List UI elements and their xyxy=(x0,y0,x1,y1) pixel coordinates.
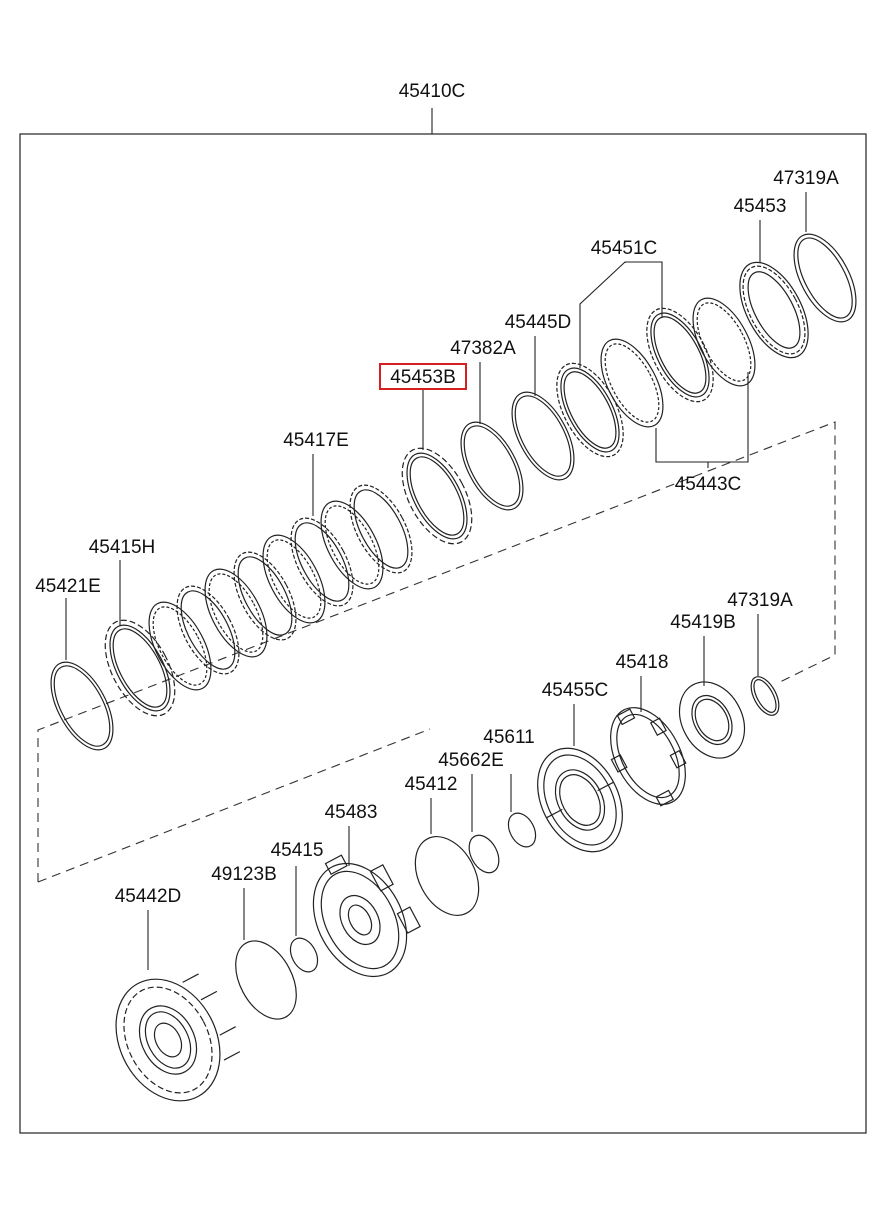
label-45443C[interactable]: 45443C xyxy=(675,474,742,495)
part-45443C-plate-a[interactable] xyxy=(680,288,767,395)
label-45455C[interactable]: 45455C xyxy=(542,680,609,701)
part-47319A-snap-ring[interactable] xyxy=(781,224,868,331)
part-45415-washer[interactable] xyxy=(285,933,323,976)
label-45415[interactable]: 45415 xyxy=(271,840,324,861)
label-45451C[interactable]: 45451C xyxy=(591,238,658,259)
highlight-box-45453B xyxy=(379,363,467,390)
part-45412-thrust-washer[interactable] xyxy=(403,826,492,926)
label-45483[interactable]: 45483 xyxy=(325,802,378,823)
part-47382A-snap-ring[interactable] xyxy=(448,412,535,519)
label-45417E[interactable]: 45417E xyxy=(283,430,349,451)
assembly-frame xyxy=(19,133,867,1134)
label-47319A-low[interactable]: 47319A xyxy=(727,590,793,611)
part-49123B-thrust-washer[interactable] xyxy=(223,931,308,1030)
part-47319A-small-snap-ring[interactable] xyxy=(745,672,784,719)
label-45662E[interactable]: 45662E xyxy=(438,750,504,771)
part-45451C-disc-a[interactable] xyxy=(633,298,727,412)
subassembly-boundary-bottom xyxy=(37,728,431,883)
label-45611[interactable]: 45611 xyxy=(483,727,534,748)
label-45418[interactable]: 45418 xyxy=(616,652,669,673)
label-45415H[interactable]: 45415H xyxy=(89,537,156,558)
label-45453B[interactable]: 45453B xyxy=(390,367,456,388)
label-45412[interactable]: 45412 xyxy=(405,774,458,795)
part-45483-hub[interactable] xyxy=(292,838,432,992)
part-45443C-plate-b[interactable] xyxy=(588,329,675,436)
leader-lines xyxy=(65,192,807,970)
part-45451C-disc-b[interactable] xyxy=(543,353,637,467)
label-45445D[interactable]: 45445D xyxy=(505,312,572,333)
part-45611-washer[interactable] xyxy=(503,808,541,851)
part-45419B-race[interactable] xyxy=(667,671,758,770)
assembly-number[interactable]: 45410C xyxy=(399,81,466,102)
label-45419B[interactable]: 45419B xyxy=(670,612,736,633)
part-45418-one-way-clutch[interactable] xyxy=(594,695,701,818)
part-45453B-plate[interactable] xyxy=(388,437,486,555)
part-45415H-plate[interactable] xyxy=(91,609,189,727)
label-47319A-top[interactable]: 47319A xyxy=(773,168,839,189)
label-49123B[interactable]: 49123B xyxy=(211,864,277,885)
part-45417E-clutch-pack[interactable] xyxy=(136,475,424,699)
part-45421E-snap-ring[interactable] xyxy=(38,652,125,759)
part-45445D-ring[interactable] xyxy=(499,382,586,489)
part-45453-plate[interactable] xyxy=(726,251,823,368)
label-45421E[interactable]: 45421E xyxy=(35,576,101,597)
subassembly-boundary xyxy=(37,421,836,882)
label-45442D[interactable]: 45442D xyxy=(115,886,182,907)
part-45455C-drum[interactable] xyxy=(521,734,640,867)
label-45453[interactable]: 45453 xyxy=(734,196,787,217)
label-47382A[interactable]: 47382A xyxy=(450,338,516,359)
part-45662E-washer[interactable] xyxy=(463,830,505,878)
part-45442D-gear[interactable] xyxy=(96,953,257,1120)
